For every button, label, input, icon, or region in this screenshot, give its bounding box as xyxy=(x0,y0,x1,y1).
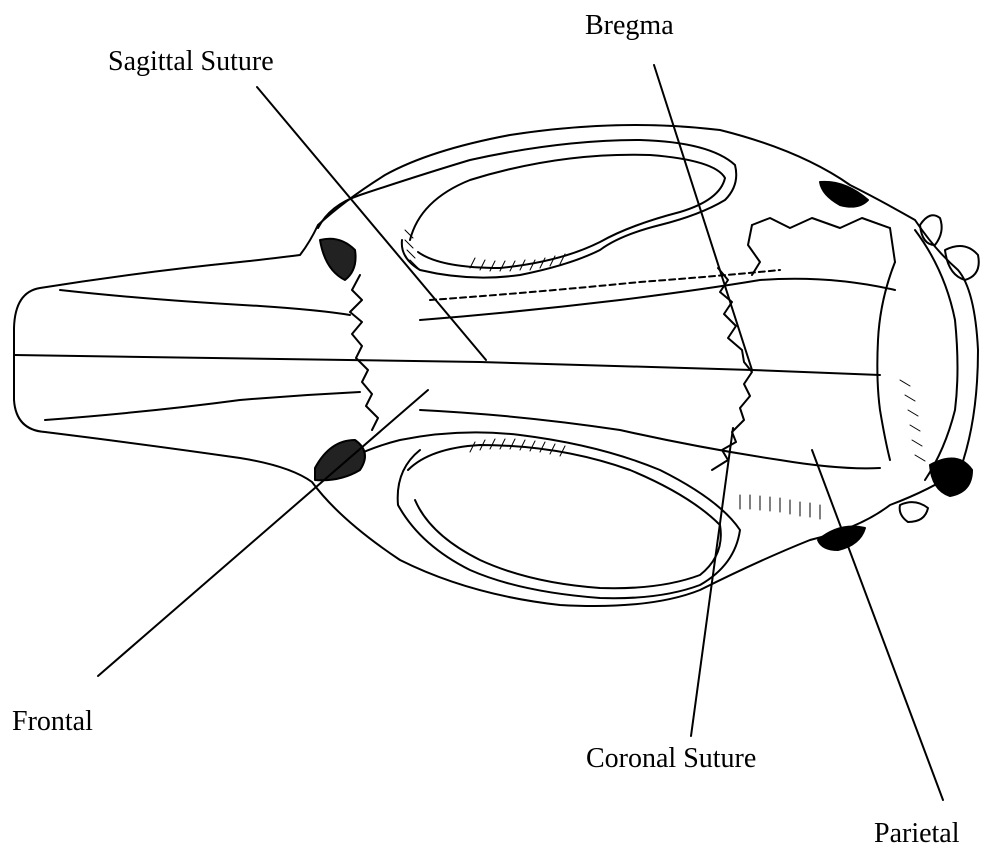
zygomatic-arch-lower-outer xyxy=(330,432,740,598)
shadow-upper-right xyxy=(820,182,868,207)
leader-bregma xyxy=(654,65,752,370)
nasal-edge-upper xyxy=(60,290,350,315)
shadow-nasal-upper xyxy=(320,239,356,280)
temporal-ridge-upper xyxy=(420,279,895,320)
zygomatic-arch-upper-outer xyxy=(318,140,736,278)
nasal-edge-lower xyxy=(45,392,360,420)
label-bregma: Bregma xyxy=(585,12,674,40)
hatching-upper xyxy=(405,230,565,271)
label-parietal: Parietal xyxy=(874,820,960,848)
label-sagittal-suture: Sagittal Suture xyxy=(108,48,274,76)
label-coronal-suture: Coronal Suture xyxy=(586,745,756,773)
label-frontal: Frontal xyxy=(12,708,93,736)
lambdoid-suture xyxy=(877,262,895,460)
leader-sagittal xyxy=(257,87,486,360)
shadow-nasal-lower xyxy=(315,440,365,480)
zygomatic-arch-lower-inner xyxy=(408,445,721,588)
zygomatic-arch-upper-inner xyxy=(410,155,725,268)
interparietal-suture-upper xyxy=(752,218,895,262)
interparietal-suture-side xyxy=(748,225,760,275)
leader-frontal xyxy=(98,390,428,676)
leader-coronal xyxy=(691,428,733,736)
hatching-lower xyxy=(470,380,925,519)
leader-parietal xyxy=(812,450,943,800)
occipital-knob-bottom xyxy=(900,502,928,522)
temporal-ridge-lower xyxy=(420,410,880,468)
occipital-knob-lower xyxy=(930,459,972,496)
nasofrontal-suture xyxy=(350,275,378,430)
